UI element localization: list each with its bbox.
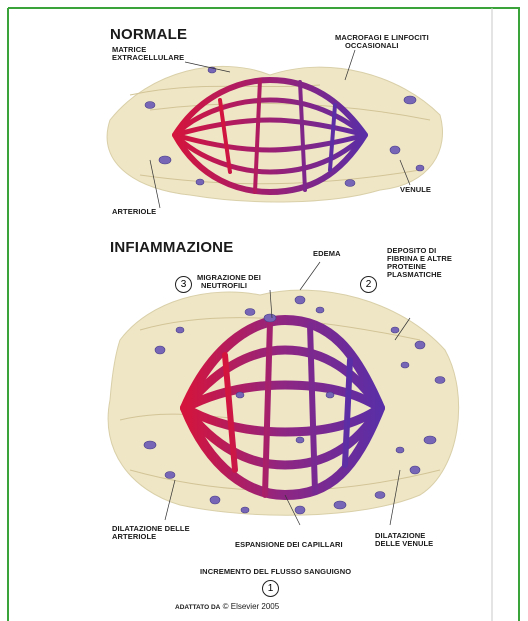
normal-title: NORMALE	[110, 27, 187, 43]
neutrophil-migration-label: MIGRAZIONE DEI NEUTROFILI	[197, 274, 261, 290]
neutrophil-migration-line2: NEUTROFILI	[197, 282, 261, 290]
step-1-marker: 1	[262, 580, 279, 597]
blood-flow-label: INCREMENTO DEL FLUSSO SANGUIGNO	[200, 568, 351, 576]
step-2-marker: 2	[360, 276, 377, 293]
arteriole-dilation-line2: ARTERIOLE	[112, 533, 190, 541]
arteriole-dilation-label: DILATAZIONE DELLE ARTERIOLE	[112, 525, 190, 541]
credit-source: © Elsevier 2005	[223, 602, 280, 611]
arteriole-label: ARTERIOLE	[112, 208, 156, 216]
macrophages-label-line2: OCCASIONALI	[335, 42, 429, 50]
credit-adapted: ADATTATO DA	[175, 604, 220, 611]
extracellular-matrix-label: MATRICE EXTRACELLULARE	[112, 46, 184, 62]
fibrin-deposit-line4: PLASMATICHE	[387, 271, 452, 279]
venule-dilation-line2: DELLE VENULE	[375, 540, 433, 548]
step-3-marker: 3	[175, 276, 192, 293]
inflammation-title: INFIAMMAZIONE	[110, 240, 233, 256]
macrophages-label: MACROFAGI E LINFOCITI OCCASIONALI	[335, 34, 429, 50]
fibrin-deposit-label: DEPOSITO DI FIBRINA E ALTRE PROTEINE PLA…	[387, 247, 452, 279]
edema-label: EDEMA	[313, 250, 341, 258]
venule-dilation-label: DILATAZIONE DELLE VENULE	[375, 532, 433, 548]
credit-line: ADATTATO DA © Elsevier 2005	[175, 603, 279, 612]
venule-label: VENULE	[400, 186, 431, 194]
capillary-expansion-label: ESPANSIONE DEI CAPILLARI	[235, 541, 343, 549]
extracellular-matrix-label-line2: EXTRACELLULARE	[112, 54, 184, 62]
